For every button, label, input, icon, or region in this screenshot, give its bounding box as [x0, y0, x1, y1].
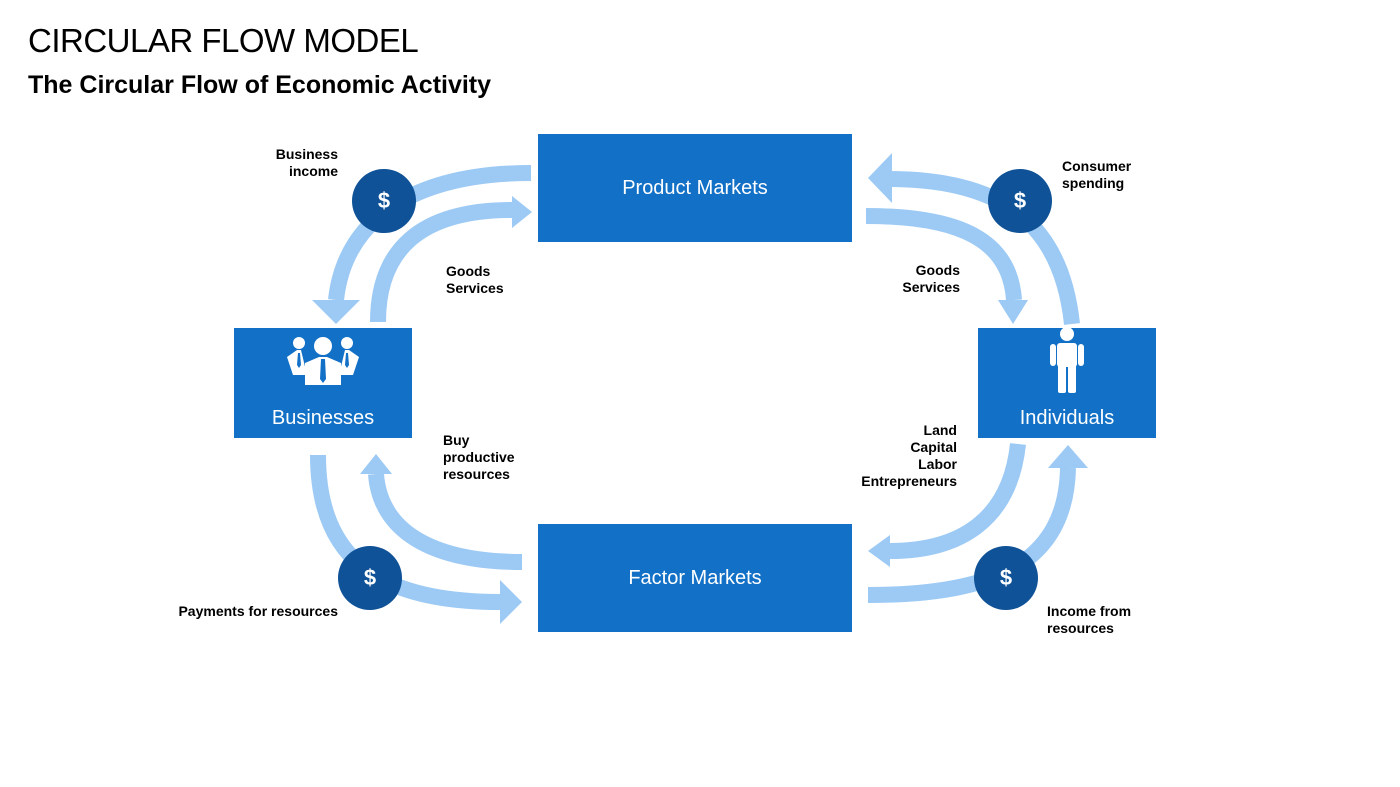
income-dollar-icon: $ [974, 546, 1038, 610]
business-income-dollar-icon: $ [352, 169, 416, 233]
goods-to-individuals-arrow [865, 208, 1022, 301]
goods-to-individuals-arrowhead [998, 300, 1028, 324]
buy-resources-arrowhead [360, 454, 392, 474]
factor-markets-label: Factor Markets [628, 566, 762, 589]
goods-to-product-markets-arrowhead [512, 196, 532, 228]
payments-arrowhead [500, 580, 522, 624]
factors-arrowhead [868, 535, 890, 567]
goods-to-product-markets-arrow [370, 202, 513, 323]
person-icon [1047, 327, 1087, 399]
page-subtitle: The Circular Flow of Economic Activity [28, 71, 492, 99]
product-markets-label: Product Markets [622, 176, 768, 199]
individuals-box: Individuals [978, 327, 1156, 438]
buy-resources-arrow [368, 473, 523, 570]
consumer-spending-arrowhead [868, 153, 892, 203]
page-title: CIRCULAR FLOW MODEL [28, 22, 419, 59]
payments-for-resources-label: Payments for resources [178, 603, 338, 619]
business-income-arrowhead [312, 300, 360, 324]
businesses-box: Businesses [234, 328, 412, 438]
payments-dollar-icon: $ [338, 546, 402, 610]
income-arrowhead [1048, 445, 1088, 468]
factor-markets-box: Factor Markets [538, 524, 852, 632]
business-people-icon [283, 335, 363, 399]
businesses-label: Businesses [271, 407, 375, 429]
product-markets-box: Product Markets [538, 134, 852, 242]
consumer-spending-dollar-icon: $ [988, 169, 1052, 233]
individuals-label: Individuals [1019, 407, 1115, 429]
factors-arrow [889, 443, 1026, 559]
